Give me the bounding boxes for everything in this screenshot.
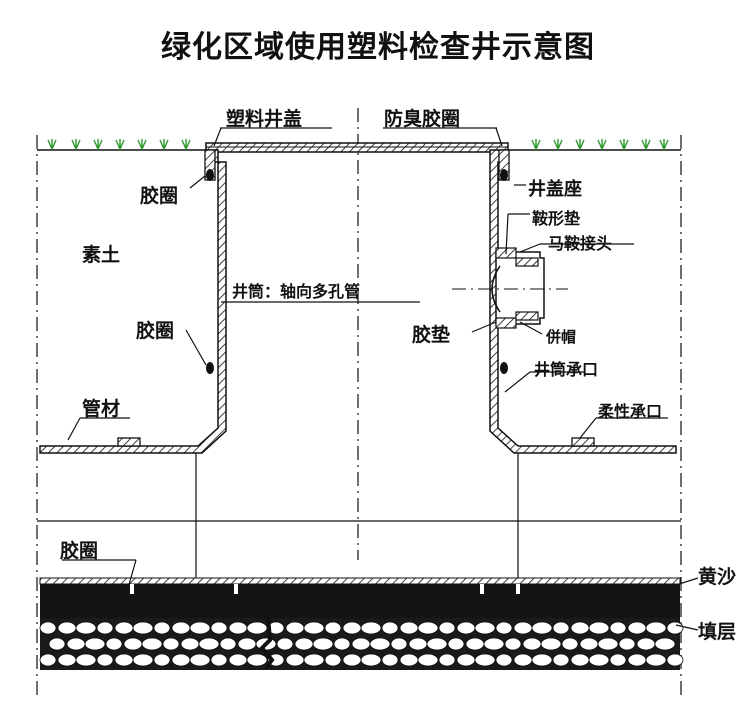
gravel-fill-layer bbox=[39, 615, 684, 670]
label-rubber-ring-mid: 胶圈 bbox=[136, 320, 175, 342]
page-title: 绿化区域使用塑料检查井示意图 bbox=[161, 30, 595, 65]
label-yellow-sand: 黄沙 bbox=[698, 566, 737, 588]
rubber-ring-icon bbox=[206, 169, 508, 374]
label-rubber-ring-top: 胶圈 bbox=[140, 185, 179, 207]
bottom-pipe bbox=[39, 577, 681, 618]
pipe-socket-icon bbox=[117, 437, 595, 447]
label-saddle-joint: 马鞍接头 bbox=[548, 234, 613, 253]
label-pipe: 管材 bbox=[82, 398, 121, 420]
shaft-wall-left bbox=[40, 152, 224, 452]
label-shaft-socket: 井筒承口 bbox=[534, 360, 599, 379]
label-flexible-socket: 柔性承口 bbox=[598, 402, 663, 421]
shaft-wall-left-body bbox=[39, 149, 227, 454]
label-rubber-pad: 胶垫 bbox=[412, 324, 451, 346]
label-saddle-pad: 鞍形垫 bbox=[532, 209, 581, 228]
label-cover-seat: 井盖座 bbox=[528, 179, 582, 200]
label-lock-cap: 併帽 bbox=[546, 328, 577, 346]
saddle-joint bbox=[452, 247, 568, 329]
label-plain-soil: 素土 bbox=[82, 244, 121, 266]
boundary-lines bbox=[36, 108, 682, 700]
plastic-cover bbox=[205, 142, 509, 153]
shaft-extension-lines bbox=[195, 453, 519, 580]
leader-lines bbox=[62, 127, 699, 631]
label-plastic-cover: 塑料井盖 bbox=[226, 108, 303, 130]
label-shaft-pipe: 井筒：轴向多孔管 bbox=[232, 282, 361, 301]
label-odor-ring: 防臭胶圈 bbox=[384, 108, 461, 130]
grass-icon bbox=[47, 139, 669, 151]
label-fill-layer: 填层 bbox=[698, 621, 737, 643]
label-rubber-ring-bottom: 胶圈 bbox=[60, 540, 99, 562]
